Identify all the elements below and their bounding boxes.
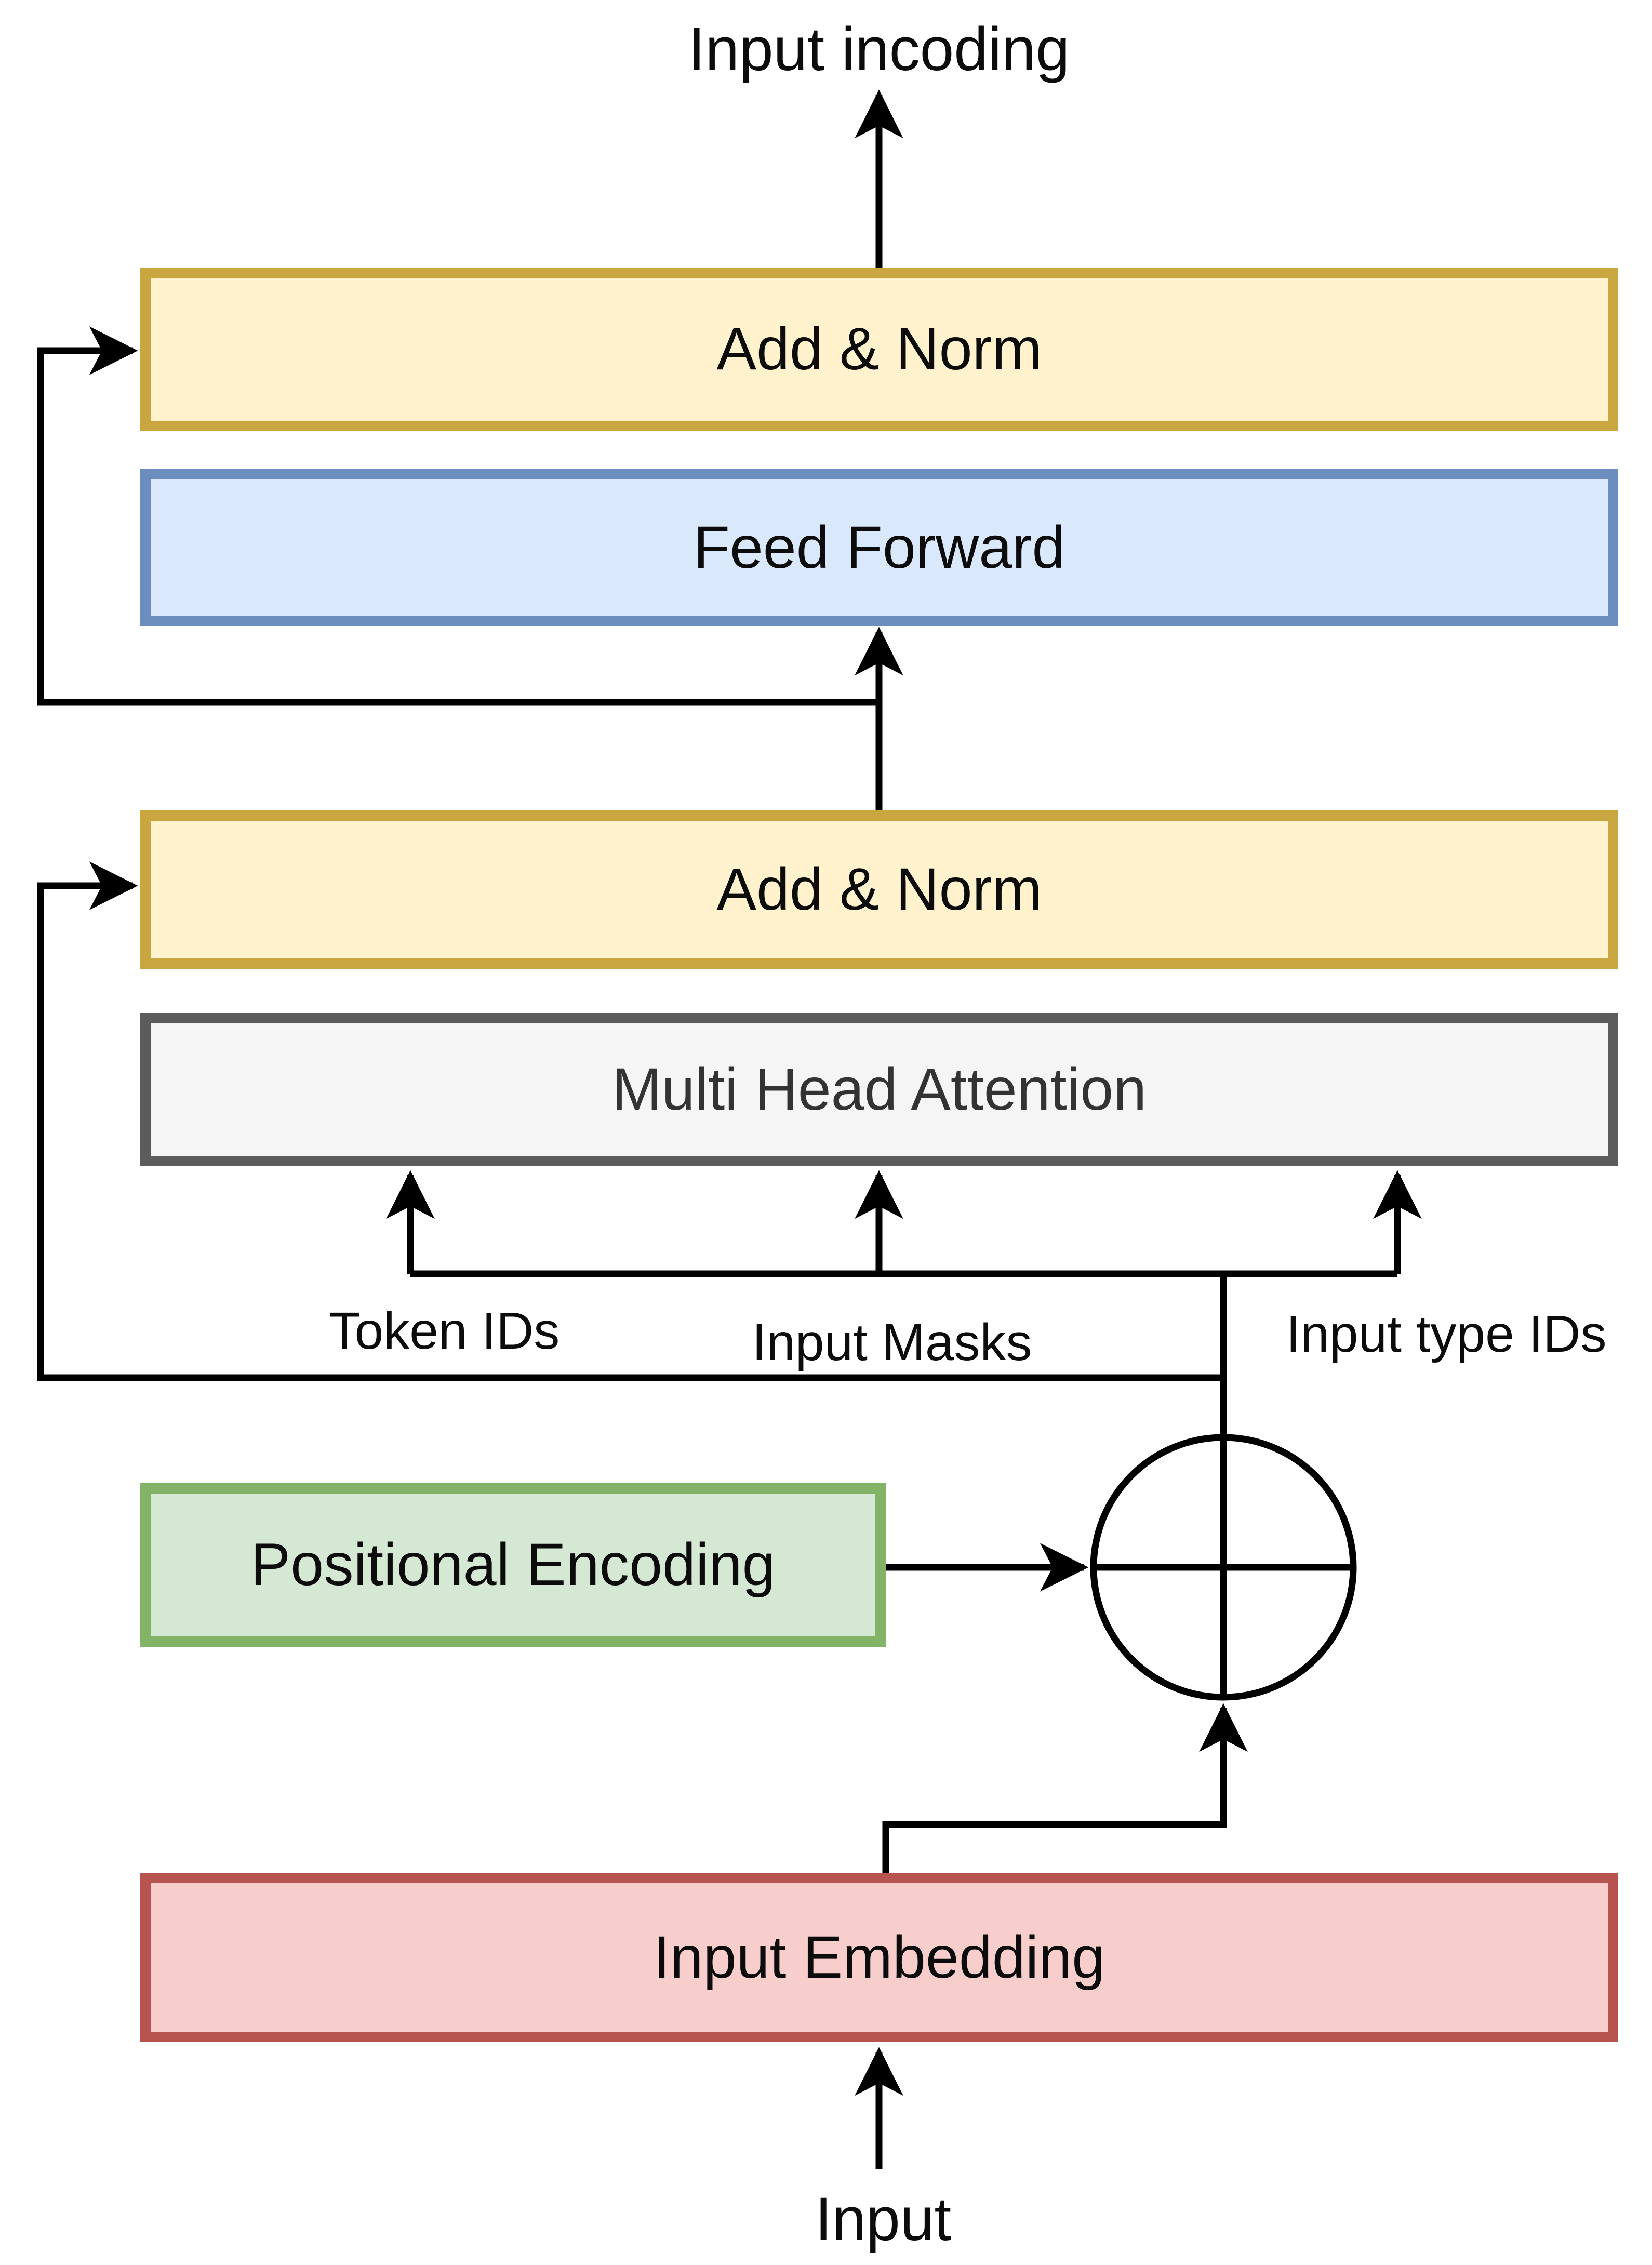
positional-encoding-label: Positional Encoding [250, 1531, 776, 1598]
circle-plus-icon [1090, 1434, 1357, 1701]
multi-head-attention-box: Multi Head Attention [140, 1013, 1618, 1166]
positional-encoding-box: Positional Encoding [140, 1483, 886, 1647]
label-token-ids: Token IDs [328, 1302, 560, 1360]
label-input: Input [815, 2185, 952, 2254]
input-embedding-label: Input Embedding [653, 1924, 1105, 1991]
multi-head-attention-label: Multi Head Attention [611, 1056, 1147, 1123]
input-embedding-box: Input Embedding [140, 1873, 1618, 2042]
add-norm-bottom-box: Add & Norm [140, 810, 1618, 969]
feed-forward-label: Feed Forward [693, 514, 1065, 581]
feed-forward-box: Feed Forward [140, 469, 1618, 626]
arrow-embedding-to-adder [882, 1703, 1248, 1873]
add-norm-top-box: Add & Norm [140, 268, 1618, 431]
label-input-type-ids: Input type IDs [1286, 1305, 1607, 1363]
label-input-masks: Input Masks [752, 1313, 1032, 1371]
title-input-incoding: Input incoding [688, 15, 1070, 84]
add-norm-bottom-label: Add & Norm [716, 856, 1042, 923]
add-norm-top-label: Add & Norm [716, 316, 1042, 382]
